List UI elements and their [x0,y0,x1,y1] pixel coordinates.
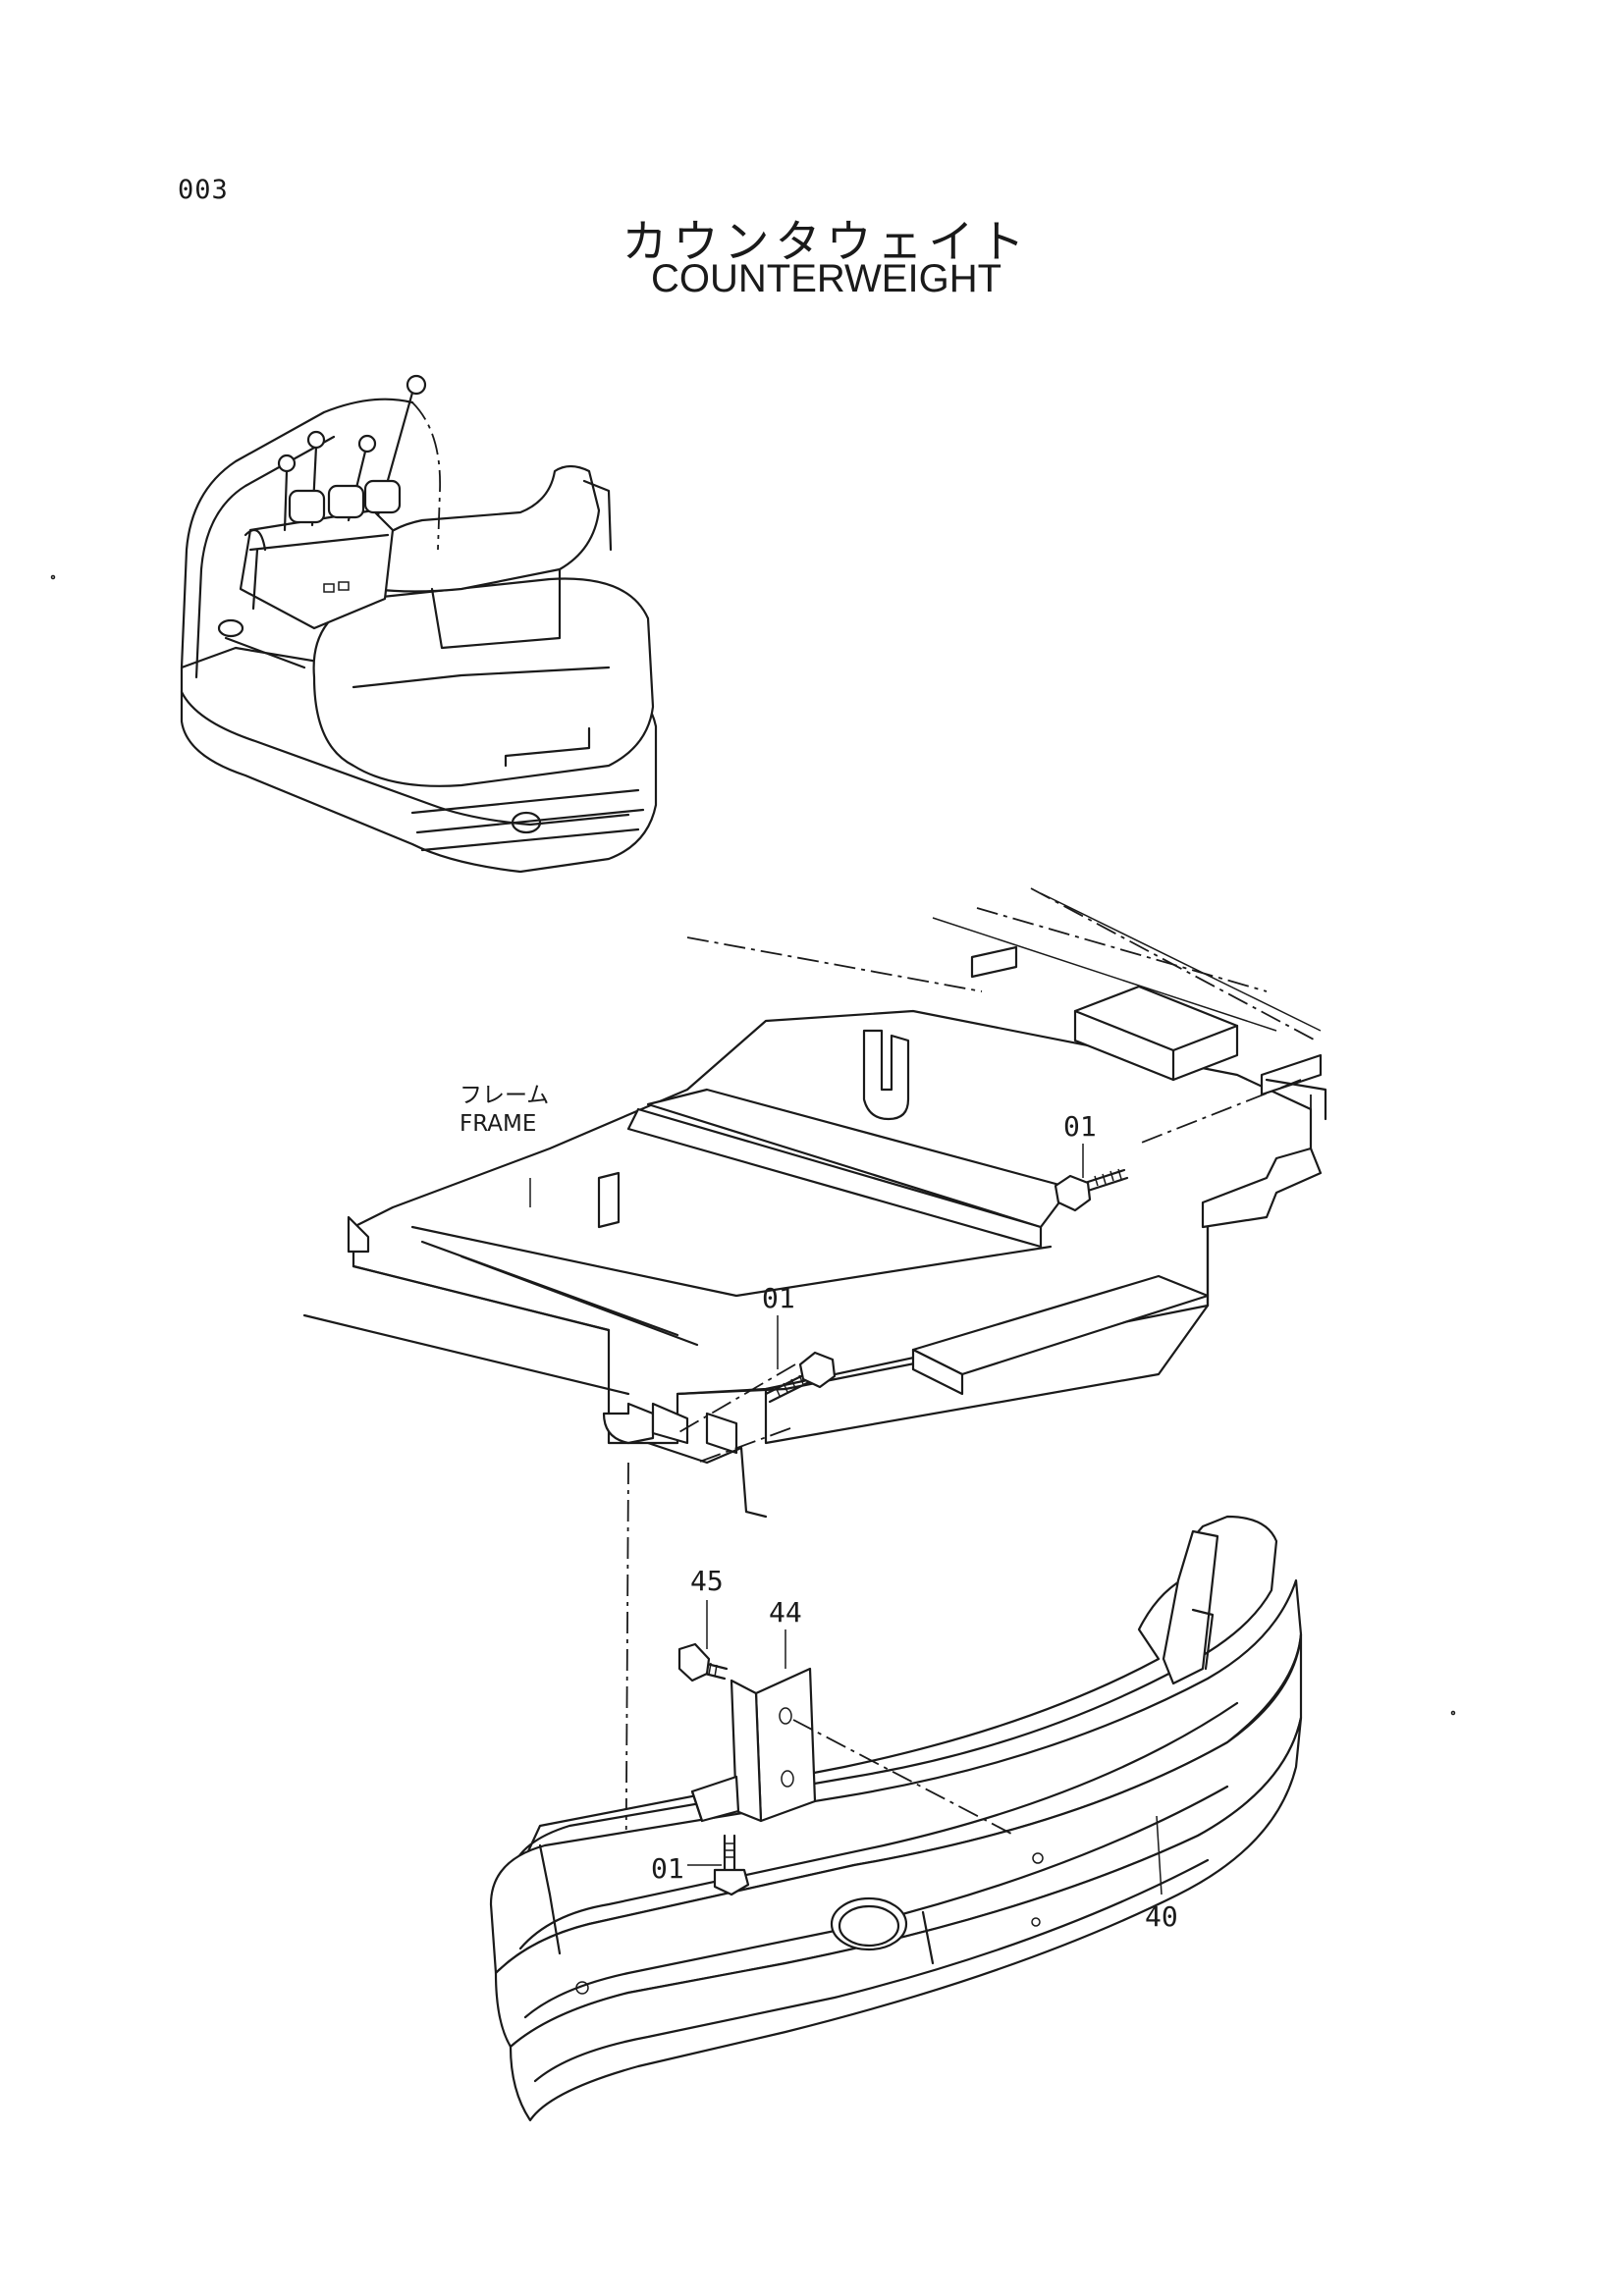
scan-dot-right [1450,1710,1456,1716]
bracket-44 [690,1667,1012,1835]
callout-44: 44 [769,1596,802,1629]
machine-overview-illustration [180,374,658,874]
leader-lines [706,1144,1163,1896]
callout-01-center: 01 [762,1282,795,1314]
page-title-english: COUNTERWEIGHT [650,257,1002,300]
frame-bolt-upper-right [1054,1168,1129,1212]
control-levers [277,374,427,532]
bolt-45 [677,1642,729,1682]
frame-bolt-center [764,1351,837,1404]
frame-label-english: FRAME [460,1111,536,1137]
page-number: 003 [178,175,229,205]
callout-01-lower: 01 [651,1852,684,1885]
frame-label-japanese: フレーム [460,1083,549,1108]
callout-01-upper-right: 01 [1063,1110,1097,1143]
upper-frame-illustration [302,887,1327,1954]
callout-40: 40 [1145,1900,1178,1933]
scan-dot-left [50,574,56,580]
bolt-01-lower [687,1834,750,1896]
counterweight-illustration [489,1515,1303,2122]
page-title-japanese: カウンタウェイト [622,215,1031,268]
callout-45: 45 [690,1565,724,1597]
